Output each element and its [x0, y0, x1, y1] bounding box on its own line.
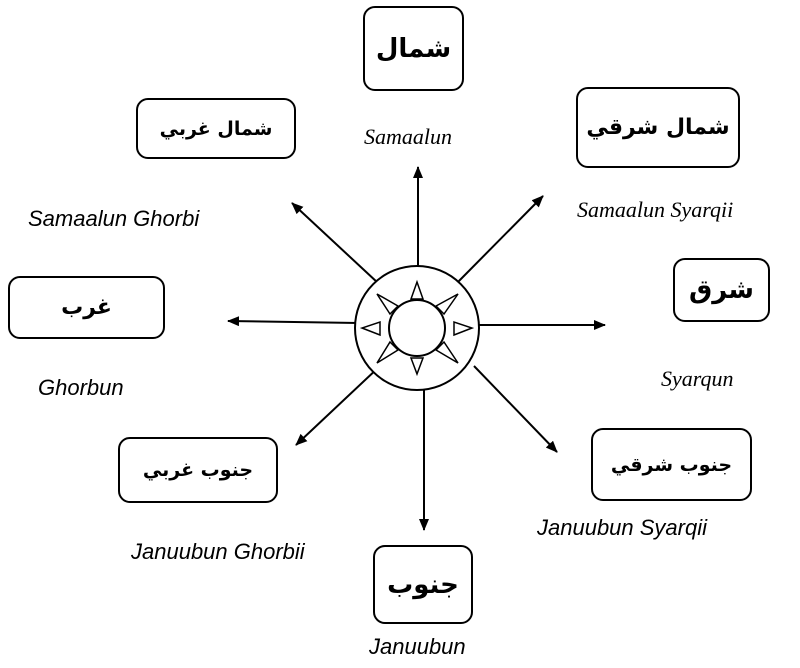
arrow-southwest: [295, 365, 381, 446]
pointer-southwest: [376, 340, 400, 364]
arrow-northeast: [454, 195, 544, 286]
south-latin-label: Januubun: [369, 634, 466, 659]
north-latin-label: Samaalun: [364, 124, 452, 149]
west-arabic-label: غرب: [61, 295, 112, 320]
pointer-northeast: [434, 293, 459, 316]
northeast-arabic-label: شمال شرقي: [586, 115, 730, 140]
east-arabic-label: شرق: [689, 275, 754, 305]
south-box: جنوب: [373, 545, 473, 624]
pointer-northwest: [376, 293, 400, 316]
southwest-box: جنوب غربي: [118, 437, 278, 503]
northeast-box: شمال شرقي: [576, 87, 740, 168]
east-box: شرق: [673, 258, 770, 322]
northeast-latin-label: Samaalun Syarqii: [577, 197, 734, 222]
east-latin-label: Syarqun: [661, 366, 734, 391]
arrow-northwest: [291, 202, 379, 284]
northwest-arabic-label: شمال غربي: [159, 117, 273, 140]
pointer-south: [409, 357, 425, 377]
arrow-southeast: [473, 365, 558, 453]
compass-inner-circle: [388, 299, 446, 357]
northwest-latin-label: Samaalun Ghorbi: [28, 206, 200, 231]
pointer-north: [409, 279, 425, 300]
north-arabic-label: شمال: [375, 33, 452, 64]
southeast-latin-label: Januubun Syarqii: [537, 515, 708, 540]
pointer-west: [359, 320, 381, 337]
south-arabic-label: جنوب: [387, 569, 459, 600]
southeast-arabic-label: جنوب شرقي: [610, 453, 733, 476]
southeast-box: جنوب شرقي: [591, 428, 752, 501]
west-latin-label: Ghorbun: [38, 375, 124, 400]
compass-pointers: [359, 279, 475, 377]
north-box: شمال: [363, 6, 464, 91]
arrow-west: [227, 316, 359, 327]
pointer-east: [453, 320, 475, 337]
southwest-latin-label: Januubun Ghorbii: [131, 539, 305, 564]
southwest-arabic-label: جنوب غربي: [142, 459, 254, 481]
west-box: غرب: [8, 276, 165, 339]
pointer-southeast: [434, 340, 459, 364]
northwest-box: شمال غربي: [136, 98, 296, 159]
